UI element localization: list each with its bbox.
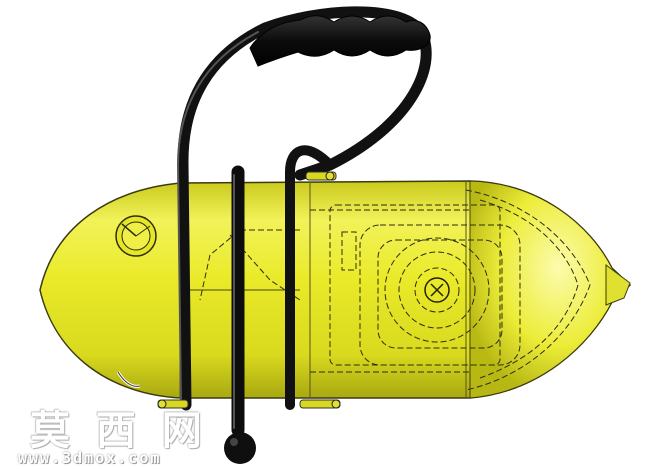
capsule-body — [39, 180, 632, 399]
center-hub — [424, 277, 450, 303]
carry-handle — [176, 6, 432, 437]
watermark-url: www.3dmox.com — [18, 449, 162, 467]
handle-knob — [224, 432, 256, 464]
mount-screws — [157, 171, 341, 409]
gauge-dial — [115, 215, 157, 257]
watermark-chinese: 莫 西 网 — [30, 408, 208, 454]
handle-grip — [249, 15, 431, 67]
